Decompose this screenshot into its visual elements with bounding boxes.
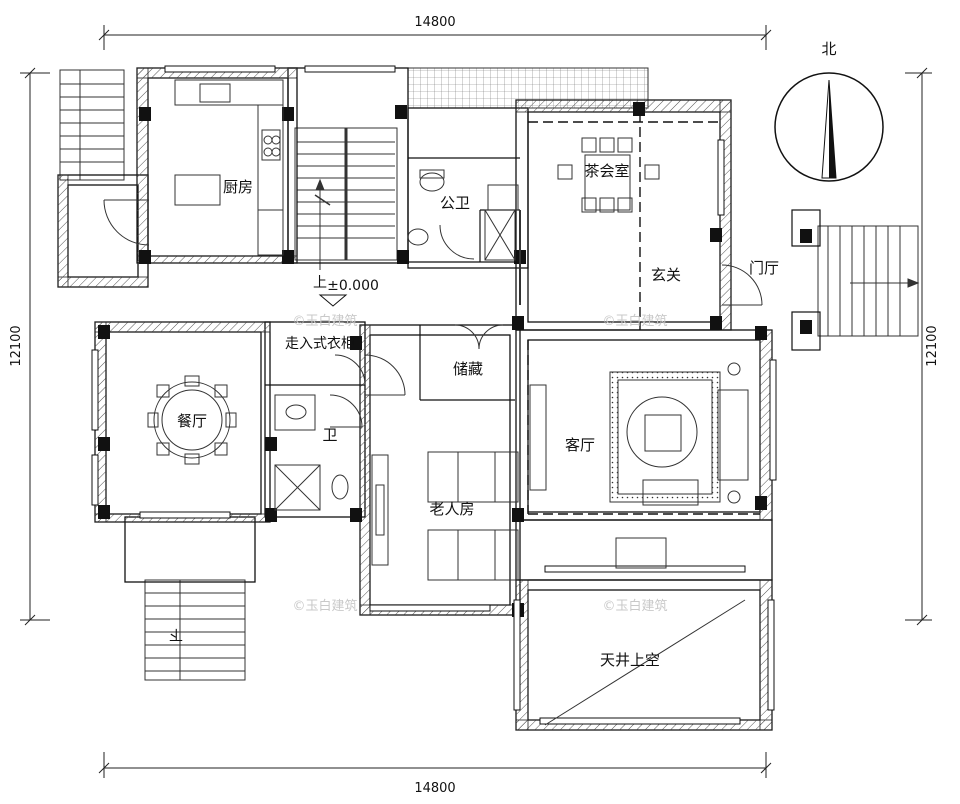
dimension-right [905,67,932,626]
watermark-2: ©玉白建筑 [602,313,667,329]
room-label-storage: 储藏 [453,360,483,378]
room-label-elder-room: 老人房 [429,500,474,518]
room-label-dining: 餐厅 [177,412,207,430]
structural-columns [98,102,812,617]
watermark-1: ©玉白建筑 [292,313,357,329]
atrium-edge [544,599,746,726]
room-label-bath: 卫 [322,426,337,444]
stair-up-label: 上 [313,275,327,291]
compass-north-label: 北 [821,40,836,58]
kitchen-fixtures [174,79,284,256]
tea-table [557,137,660,213]
level-mark-symbol [318,294,348,307]
stair-southwest [144,579,246,681]
stairwell-main [294,127,398,270]
north-compass [774,72,884,182]
stair-east-entry [817,225,920,337]
room-label-public-wc: 公卫 [440,194,470,212]
level-mark: ±0.000 [327,278,379,294]
watermark-4: ©玉白建筑 [602,598,667,614]
dimension-bottom [98,752,772,778]
dimension-right-label: 12100 [925,325,940,366]
stair-northwest [59,69,125,181]
public-wc-fixtures [407,169,519,261]
room-label-tea-room: 茶会室 [584,162,629,180]
dimension-top-label: 14800 [414,15,455,30]
living-room-furniture [529,362,749,569]
bath-fixtures [274,394,349,511]
dining-table [147,375,237,465]
dashed-boundaries [527,112,760,515]
room-label-kitchen: 厨房 [223,178,253,196]
stair-down-label: 下 [169,626,183,642]
room-label-atrium-void: 天井上空 [600,651,660,669]
doors [103,199,763,428]
dimension-left-label: 12100 [9,325,24,366]
dimension-left [20,67,50,626]
elder-room-beds [371,451,519,581]
dimension-top [98,25,772,50]
watermark-3: ©玉白建筑 [292,598,357,614]
entry-pillars [791,209,821,351]
room-label-walk-in-closet: 走入式衣柜 [285,336,355,352]
dimension-bottom-label: 14800 [414,781,455,796]
room-label-foyer: 门厅 [749,259,779,277]
room-label-living: 客厅 [565,436,595,454]
room-label-entry-hall: 玄关 [651,266,681,284]
windows [91,65,777,725]
